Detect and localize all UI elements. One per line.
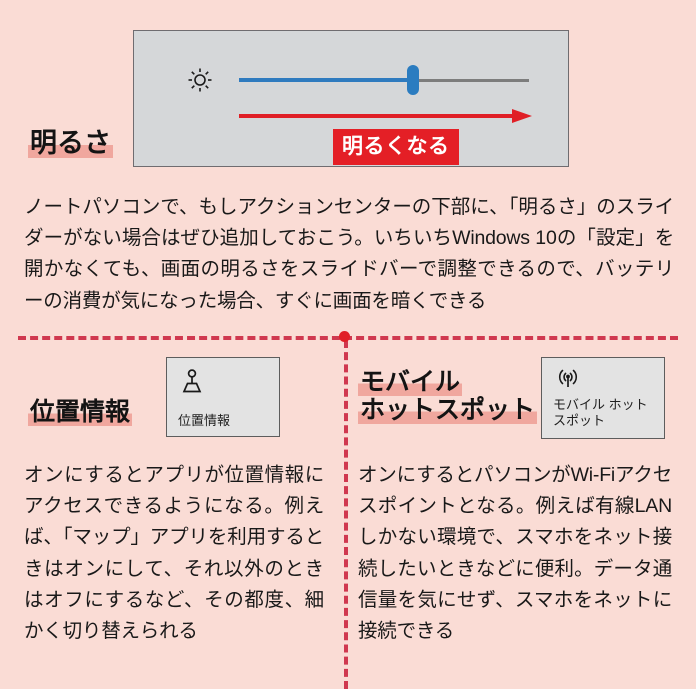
- brightness-slider[interactable]: [239, 65, 529, 95]
- location-heading-label: 位置情報: [28, 398, 133, 426]
- divider-junction-dot-icon: [339, 331, 350, 342]
- hotspot-tile-label: モバイル ホットスポット: [553, 396, 648, 428]
- hotspot-section-heading: モバイル ホットスポット: [358, 368, 538, 424]
- brightness-section-heading: 明るさ: [28, 128, 113, 158]
- brighter-direction-arrow: [239, 109, 534, 123]
- location-pin-icon: [178, 367, 206, 400]
- location-section-heading: 位置情報: [28, 398, 133, 426]
- arrow-head-icon: [512, 109, 532, 123]
- slider-thumb[interactable]: [407, 65, 419, 95]
- quick-action-tile-hotspot[interactable]: モバイル ホットスポット: [541, 357, 665, 439]
- location-tile-label: 位置情報: [178, 412, 231, 428]
- broadcast-antenna-icon: [553, 367, 583, 396]
- vertical-dashed-divider: [344, 340, 348, 689]
- location-description-text: オンにするとアプリが位置情報にアクセスできるようになる。例えば、「マップ」アプリ…: [24, 464, 324, 642]
- hotspot-heading-label-line1: モバイル: [358, 368, 463, 396]
- brightness-heading-label: 明るさ: [28, 128, 113, 158]
- brighter-callout-chip: 明るくなる: [333, 129, 459, 165]
- brightness-slider-panel: 明るくなる: [133, 30, 569, 167]
- hotspot-description-text: オンにするとパソコンがWi-Fiアクセスポイントとなる。例えば有線LANしかない…: [358, 464, 672, 642]
- slider-track-remaining: [412, 79, 529, 82]
- arrow-line: [239, 114, 516, 118]
- hotspot-heading-label-line2: ホットスポット: [358, 396, 538, 424]
- quick-action-tile-location[interactable]: 位置情報: [166, 357, 280, 437]
- brightness-slider-row: [134, 59, 568, 99]
- sun-brightness-icon: [187, 67, 213, 93]
- brightness-description-text: ノートパソコンで、もしアクションセンターの下部に、「明るさ」のスライダーがない場…: [24, 196, 674, 312]
- slider-track-filled: [239, 78, 412, 82]
